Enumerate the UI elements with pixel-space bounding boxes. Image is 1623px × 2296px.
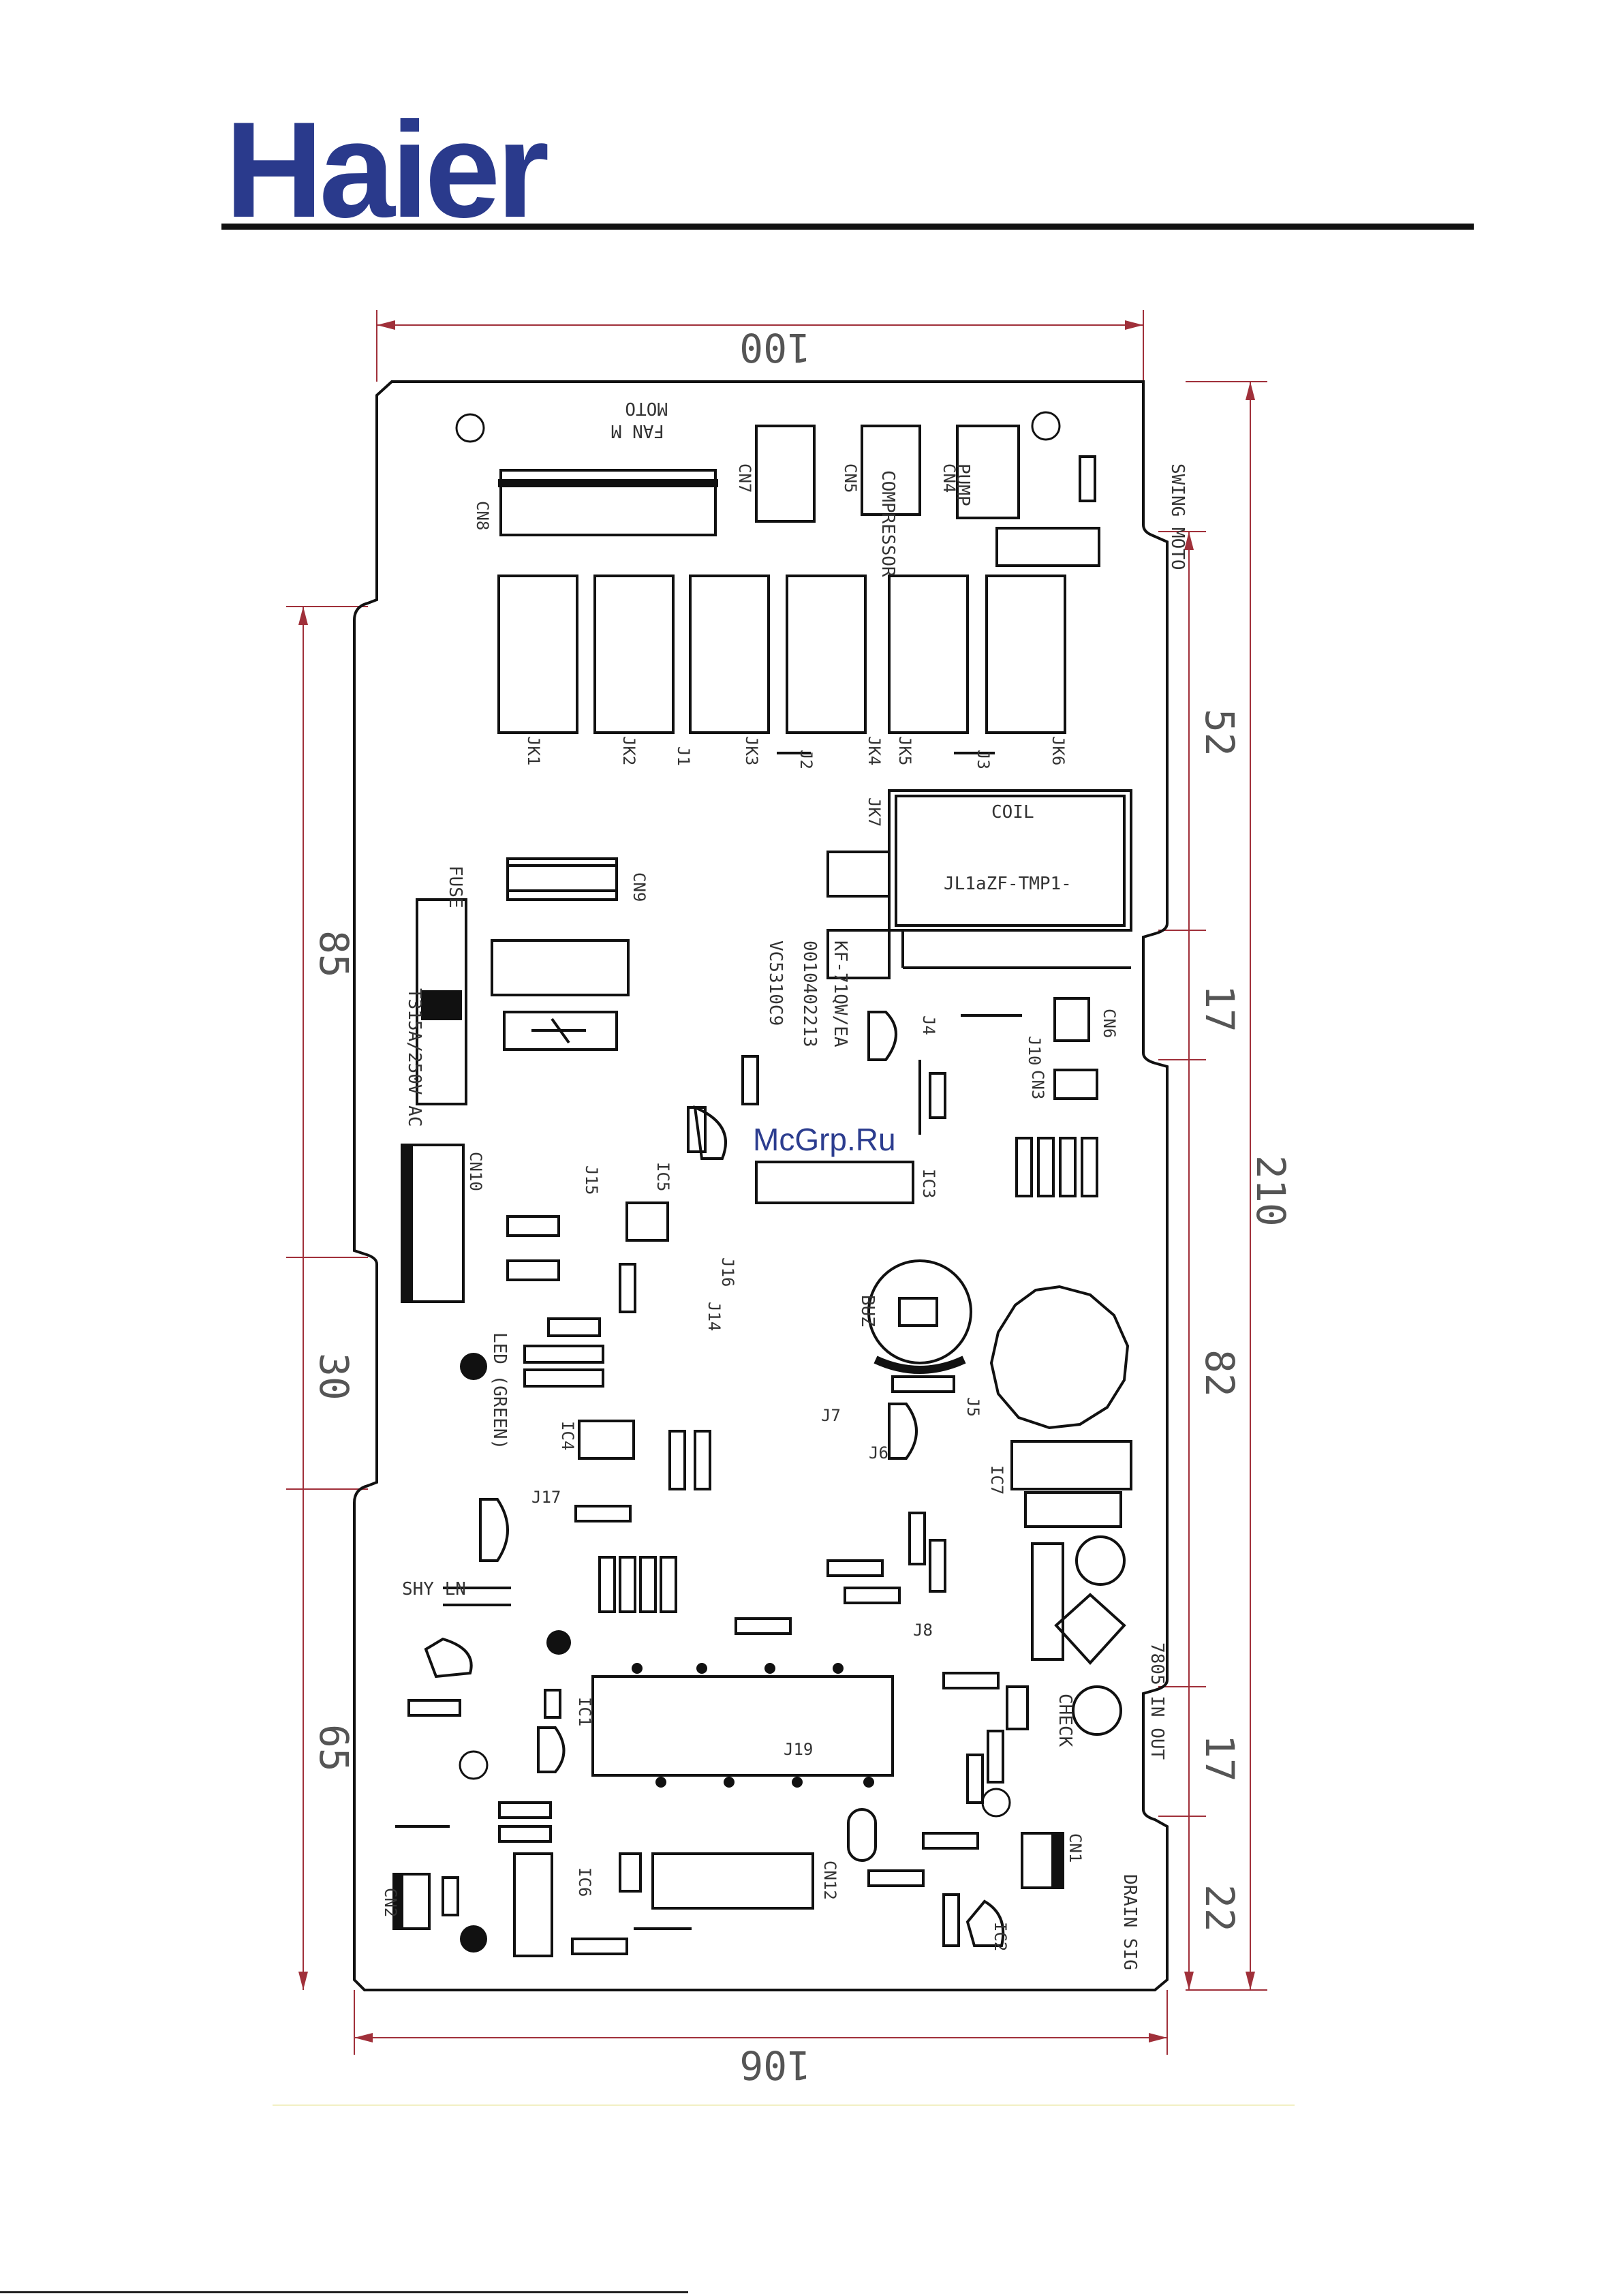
- ref-j4: J4: [919, 1015, 938, 1035]
- ref-j7: J7: [821, 1406, 841, 1425]
- ref-j15: J15: [582, 1165, 601, 1195]
- mcu-section: [392, 1587, 1064, 1957]
- ref-cn1: CN1: [1066, 1833, 1085, 1863]
- ref-jk4: JK4: [865, 736, 884, 765]
- ref-cn7: CN7: [735, 463, 754, 493]
- label-code2: VC5310C9: [765, 940, 786, 1026]
- ref-ic7: IC7: [987, 1465, 1006, 1495]
- label-fuse: FUSE: [445, 866, 465, 908]
- label-coil: COIL: [991, 802, 1034, 823]
- label-buz: BUZ: [857, 1295, 878, 1327]
- component-labels: MOTO FAN M COMPRESSOR PUMP SWING MOTO FU…: [402, 398, 1188, 1970]
- cn10: [401, 1144, 465, 1303]
- ref-j3: J3: [974, 750, 993, 769]
- ref-ic2: IC2: [991, 1922, 1010, 1951]
- ref-j16: J16: [718, 1257, 737, 1287]
- mounting-holes: [455, 411, 1061, 1818]
- dim-right-total: 210: [1248, 1155, 1294, 1227]
- dim-right-d: 17: [1196, 1734, 1243, 1782]
- power-section: [416, 857, 630, 1105]
- haier-logo: Haier: [225, 94, 549, 246]
- dim-right-b: 17: [1196, 985, 1243, 1032]
- label-moto: MOTO: [625, 398, 668, 418]
- ref-j6: J6: [869, 1443, 888, 1463]
- label-code1: 0010402213: [799, 940, 820, 1047]
- ref-cn2: CN2: [381, 1888, 400, 1917]
- board-outline: [353, 380, 1169, 1991]
- label-model: KF-71QW/EA: [830, 940, 850, 1047]
- label-fuse-rating: T315A/250V AC: [404, 988, 424, 1127]
- ref-jk2: JK2: [619, 736, 638, 765]
- label-fan: FAN M: [611, 420, 664, 441]
- dim-left-c: 65: [311, 1724, 357, 1772]
- ref-cn12: CN12: [820, 1861, 839, 1900]
- label-led: LED (GREEN): [489, 1332, 510, 1450]
- label-vreg: 7805 IN OUT: [1147, 1642, 1167, 1760]
- dim-bottom: 106: [739, 2042, 811, 2088]
- dimension-labels: 100 106 210 85 30 65 52 17 82 17 22: [311, 324, 1294, 2088]
- watermark: McGrp.Ru: [753, 1122, 896, 1157]
- dimension-lines: [286, 310, 1267, 2055]
- dim-right-c: 82: [1196, 1349, 1243, 1397]
- ref-j17: J17: [531, 1488, 561, 1507]
- label-shy: SHY LN: [402, 1579, 466, 1599]
- logic-section: [506, 997, 1098, 1635]
- ref-cn10: CN10: [466, 1152, 485, 1191]
- dim-right-a: 52: [1196, 709, 1243, 756]
- ref-cn9: CN9: [630, 872, 649, 902]
- dim-right-e: 22: [1196, 1884, 1243, 1932]
- ref-cn8: CN8: [473, 501, 492, 530]
- ref-cn3: CN3: [1028, 1070, 1047, 1099]
- ref-ic6: IC6: [575, 1867, 594, 1897]
- label-check: CHECK: [1055, 1694, 1075, 1747]
- label-drain: DRAIN SIG: [1119, 1874, 1140, 1970]
- label-swing: SWING MOTO: [1167, 463, 1188, 570]
- relay-jk7: [826, 789, 1132, 979]
- ref-cn6: CN6: [1100, 1009, 1119, 1038]
- ref-j1: J1: [674, 746, 693, 766]
- ref-ic3: IC3: [919, 1169, 938, 1198]
- regulator-section: [1006, 1440, 1132, 1736]
- ref-j19: J19: [784, 1740, 813, 1759]
- ref-cn4: CN4: [940, 463, 959, 493]
- ref-jk6: JK6: [1049, 736, 1068, 765]
- ref-jk5: JK5: [895, 736, 914, 765]
- ref-jk7: JK7: [865, 797, 884, 827]
- ref-j8: J8: [913, 1621, 933, 1640]
- ref-ic1: IC1: [575, 1697, 594, 1726]
- ref-jk1: JK1: [524, 736, 543, 765]
- ref-j2: J2: [797, 750, 816, 769]
- ref-j14: J14: [705, 1302, 724, 1331]
- footer-edge: [0, 2291, 688, 2293]
- label-pump: PUMP: [953, 463, 973, 506]
- relays: [497, 575, 1066, 754]
- transistors: [424, 1011, 1005, 1947]
- header-rule: [221, 224, 1474, 230]
- ref-j10: J10: [1025, 1036, 1044, 1065]
- label-relay-part: JL1aZF-TMP1-: [944, 874, 1072, 894]
- dim-left-a: 85: [311, 930, 357, 978]
- ic-pins: [460, 1353, 874, 1953]
- dim-top: 100: [739, 324, 811, 371]
- ref-jk3: JK3: [742, 736, 761, 765]
- ref-ic5: IC5: [653, 1162, 673, 1191]
- footer-rule: [273, 2104, 1295, 2106]
- ref-j5: J5: [963, 1397, 983, 1417]
- ref-ic4: IC4: [558, 1421, 577, 1450]
- reference-designators: CN8 CN7 CN5 CN4 CN9 CN10 CN6 CN3 CN1 CN2…: [381, 463, 1119, 1951]
- dimension-arrows: [298, 320, 1255, 2042]
- ref-cn5: CN5: [841, 463, 860, 493]
- buzzer-capacitor: [867, 1259, 1130, 1430]
- top-connectors: [498, 425, 1100, 567]
- dim-left-b: 30: [311, 1353, 357, 1400]
- label-compressor: COMPRESSOR: [878, 470, 898, 577]
